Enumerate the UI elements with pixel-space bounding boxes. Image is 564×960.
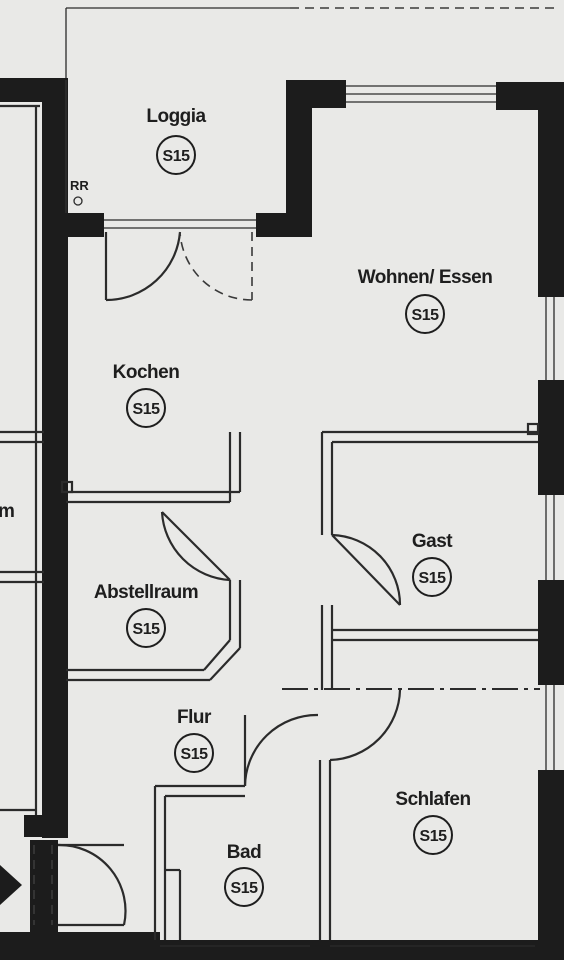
room-category: S15	[181, 746, 209, 763]
room-category: S15	[419, 570, 447, 587]
room-name: Flur	[177, 707, 212, 728]
category-ring-icon	[126, 608, 166, 648]
category-ring-icon	[412, 557, 452, 597]
exterior-walls	[0, 78, 564, 960]
category-ring-icon	[174, 733, 214, 773]
doors	[0, 231, 402, 927]
room-gast: Gast S15	[412, 531, 454, 597]
neighbor-room-fragment: m	[0, 501, 14, 522]
room-name: Bad	[227, 842, 261, 863]
room-bad: Bad S15	[224, 842, 264, 907]
room-flur: Flur S15	[174, 707, 214, 773]
room-category: S15	[420, 828, 448, 845]
room-name: Loggia	[146, 106, 206, 127]
balcony-outline	[65, 7, 560, 80]
room-wohnen-essen: Wohnen/ Essen S15	[358, 267, 493, 334]
neighbor-unit	[0, 104, 44, 815]
room-name: Wohnen/ Essen	[358, 267, 493, 288]
room-name: Gast	[412, 531, 453, 552]
room-name: Kochen	[113, 362, 180, 383]
room-name: Abstellraum	[94, 582, 198, 603]
room-kochen: Kochen S15	[113, 362, 180, 428]
category-ring-icon	[413, 815, 453, 855]
category-ring-icon	[156, 135, 196, 175]
room-category: S15	[133, 621, 161, 638]
category-ring-icon	[405, 294, 445, 334]
loggia-marker: RR	[70, 178, 89, 193]
room-loggia: Loggia S15	[146, 106, 207, 175]
room-category: S15	[133, 401, 161, 418]
room-category: S15	[163, 148, 191, 165]
interior-walls	[60, 80, 540, 940]
drain-icon	[73, 196, 83, 206]
room-category: S15	[412, 307, 440, 324]
category-ring-icon	[126, 388, 166, 428]
room-abstellraum: Abstellraum S15	[94, 582, 199, 648]
room-name: Schlafen	[395, 789, 470, 810]
windows	[104, 85, 555, 947]
room-category: S15	[231, 880, 259, 897]
room-schlafen: Schlafen S15	[395, 789, 471, 855]
category-ring-icon	[224, 867, 264, 907]
